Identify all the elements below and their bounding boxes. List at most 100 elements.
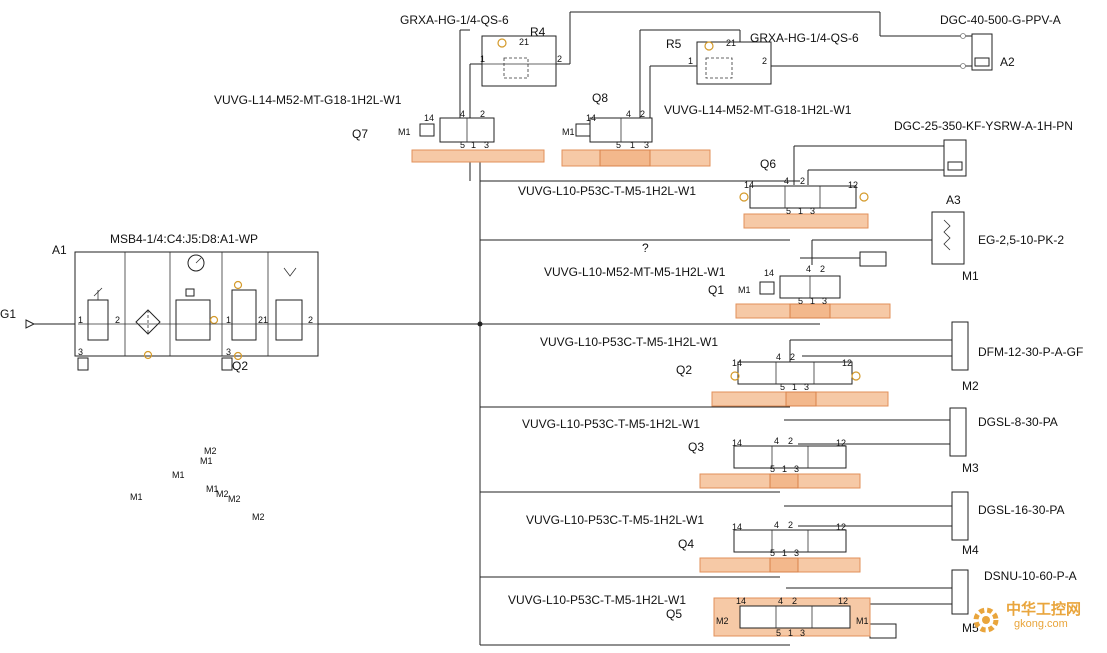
svg-text:3: 3 xyxy=(644,140,649,150)
valve-q6-id: Q6 xyxy=(760,157,776,171)
stray-label: M2 xyxy=(252,512,265,522)
valve-q3-id: Q3 xyxy=(688,440,704,454)
shutoff-valve-symbol xyxy=(87,299,109,341)
valve-q4 xyxy=(699,529,861,573)
svg-text:14: 14 xyxy=(732,438,742,448)
valve-q1-id: Q1 xyxy=(708,283,724,297)
stray-label: M1 xyxy=(130,492,143,502)
svg-text:1: 1 xyxy=(480,54,485,64)
svg-text:2: 2 xyxy=(762,56,767,66)
svg-text:5: 5 xyxy=(776,628,781,638)
svg-text:12: 12 xyxy=(836,522,846,532)
svg-text:2: 2 xyxy=(115,315,120,325)
svg-text:5: 5 xyxy=(770,464,775,474)
valve-q2-id: Q2 xyxy=(676,363,692,377)
svg-text:14: 14 xyxy=(736,596,746,606)
valve-q7-ports: 14 4 2 5 1 3 xyxy=(424,109,489,150)
valve-q7-solenoid: M1 xyxy=(398,127,411,137)
actuator-m2-model: DFM-12-30-P-A-GF xyxy=(978,345,1083,359)
valve-q7-model: VUVG-L14-M52-MT-G18-1H2L-W1 xyxy=(214,93,402,107)
actuator-a3-id: A3 xyxy=(946,193,961,207)
svg-text:21: 21 xyxy=(726,38,736,48)
watermark-url: gkong.com xyxy=(1014,618,1068,630)
valve-q1-ports: 14 4 2 5 1 3 xyxy=(764,264,827,306)
actuator-m4-id: M4 xyxy=(962,543,979,557)
svg-text:4: 4 xyxy=(806,264,811,274)
svg-text:4: 4 xyxy=(774,436,779,446)
svg-text:1: 1 xyxy=(471,140,476,150)
svg-text:5: 5 xyxy=(780,382,785,392)
valve-q1-model: VUVG-L10-M52-MT-M5-1H2L-W1 xyxy=(544,265,726,279)
valve-q3-model: VUVG-L10-P53C-T-M5-1H2L-W1 xyxy=(522,417,700,431)
svg-text:14: 14 xyxy=(732,358,742,368)
svg-text:3: 3 xyxy=(794,464,799,474)
pressure-switch-symbol xyxy=(275,299,303,341)
svg-text:3: 3 xyxy=(226,347,231,357)
actuator-a2-model: DGC-40-500-G-PPV-A xyxy=(940,13,1061,27)
service-unit-id-label: A1 xyxy=(52,243,67,257)
svg-text:2: 2 xyxy=(480,109,485,119)
flow-control-r4-model: GRXA-HG-1/4-QS-6 xyxy=(400,13,509,27)
actuator-m3-id: M3 xyxy=(962,461,979,475)
pressure-regulator-symbol xyxy=(175,299,211,341)
actuator-a3 xyxy=(793,139,967,185)
valve-q6-ports: 14 4 2 12 5 1 3 xyxy=(744,176,858,216)
valve-q1 xyxy=(735,275,891,319)
soft-start-valve-symbol xyxy=(231,289,257,341)
svg-text:4: 4 xyxy=(626,109,631,119)
svg-text:14: 14 xyxy=(732,522,742,532)
svg-text:12: 12 xyxy=(836,438,846,448)
svg-text:14: 14 xyxy=(424,113,434,123)
watermark-text: 中华工控网 xyxy=(1006,600,1082,618)
actuator-m3-model: DGSL-8-30-PA xyxy=(978,415,1058,429)
svg-text:12: 12 xyxy=(842,358,852,368)
flow-control-r5-ports: 1 21 2 xyxy=(688,38,767,66)
flow-control-r4 xyxy=(459,11,972,120)
valve-q7 xyxy=(411,117,545,163)
svg-text:2: 2 xyxy=(557,54,562,64)
service-unit-a1 xyxy=(74,251,319,371)
svg-text:2: 2 xyxy=(790,352,795,362)
svg-text:3: 3 xyxy=(804,382,809,392)
flow-control-r5-model: GRXA-HG-1/4-QS-6 xyxy=(750,31,859,45)
flow-control-r4-ports: 1 21 2 xyxy=(480,37,562,64)
valve-q2-ports: 14 4 2 12 5 1 3 xyxy=(732,352,852,392)
svg-text:14: 14 xyxy=(586,113,596,123)
valve-q5-solenoid-left: M2 xyxy=(716,616,729,626)
svg-text:1: 1 xyxy=(782,464,787,474)
svg-text:3: 3 xyxy=(484,140,489,150)
valve-q4-ports: 14 4 2 12 5 1 3 xyxy=(732,520,846,558)
valve-q5 xyxy=(713,597,871,637)
gear-icon xyxy=(973,607,999,633)
valve-q8-id: Q8 xyxy=(592,91,608,105)
svg-text:5: 5 xyxy=(770,548,775,558)
svg-text:4: 4 xyxy=(774,520,779,530)
svg-text:5: 5 xyxy=(460,140,465,150)
svg-text:2: 2 xyxy=(640,109,645,119)
svg-text:14: 14 xyxy=(764,268,774,278)
svg-text:14: 14 xyxy=(744,180,754,190)
svg-text:3: 3 xyxy=(822,296,827,306)
flow-control-r4-id: R4 xyxy=(530,25,546,39)
svg-text:2: 2 xyxy=(820,264,825,274)
stray-labels: M2 M1 M1 M1 M1 M2 M2 M2 xyxy=(130,446,265,522)
actuator-m1-model: EG-2,5-10-PK-2 xyxy=(978,233,1064,247)
valve-q8-solenoid: M1 xyxy=(562,127,575,137)
valve-q5-solenoid-right: M1 xyxy=(856,616,869,626)
svg-text:2: 2 xyxy=(792,596,797,606)
question-mark: ? xyxy=(642,241,649,255)
lock-icon xyxy=(185,288,195,297)
silencer-icon xyxy=(77,357,89,371)
svg-text:4: 4 xyxy=(778,596,783,606)
svg-text:3: 3 xyxy=(800,628,805,638)
supply-source-symbol xyxy=(25,319,36,329)
actuator-a2-id: A2 xyxy=(1000,55,1015,69)
stray-label: M1 xyxy=(200,456,213,466)
svg-text:5: 5 xyxy=(798,296,803,306)
supply-label: G1 xyxy=(0,307,16,321)
actuator-m4-model: DGSL-16-30-PA xyxy=(978,503,1064,517)
service-unit-subvalve-label: Q2 xyxy=(232,359,248,373)
svg-text:1: 1 xyxy=(792,382,797,392)
silencer-icon xyxy=(221,357,233,371)
stray-label: M1 xyxy=(206,484,219,494)
